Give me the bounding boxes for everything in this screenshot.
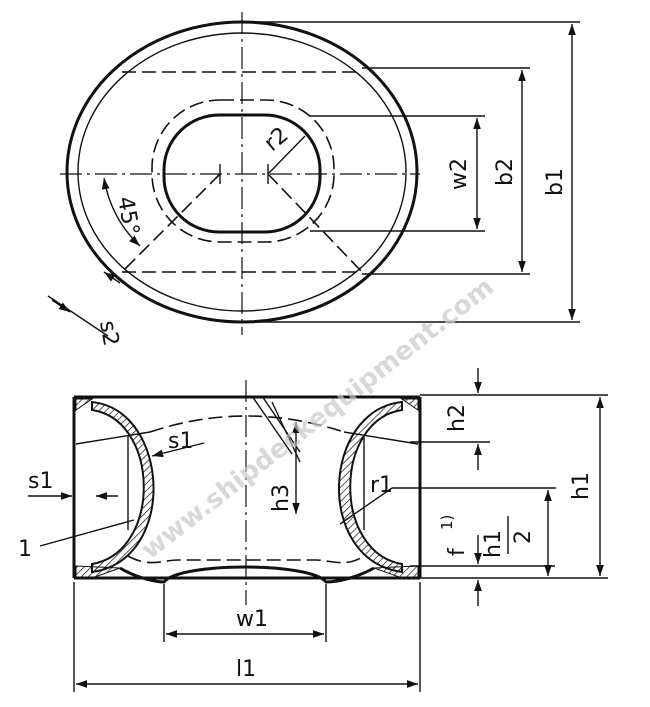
hidden-top-curve bbox=[149, 415, 345, 433]
leader-r1 bbox=[339, 487, 393, 525]
label-h1-half-num: h1 bbox=[481, 530, 506, 558]
bottom-waist-curve bbox=[119, 565, 375, 584]
inner-opening-hidden bbox=[151, 99, 335, 243]
left-lip-top bbox=[75, 398, 94, 411]
left-flange-bottom bbox=[75, 565, 121, 579]
label-s2: s2 bbox=[94, 319, 123, 348]
label-b1: b1 bbox=[543, 168, 568, 196]
label-angle-45: 45° bbox=[112, 195, 143, 238]
front-view: s1 s1 1 h3 r1 h2 h1 f 1) h1 2 w1 l1 bbox=[18, 368, 608, 692]
r2-radius-line bbox=[267, 135, 306, 175]
hidden-bottom-curve bbox=[127, 555, 365, 564]
label-f: f bbox=[445, 547, 470, 556]
right-flare-line bbox=[343, 431, 419, 445]
flare-line-left bbox=[121, 173, 221, 273]
label-h1-half-den: 2 bbox=[511, 530, 536, 544]
label-callout-1: 1 bbox=[18, 537, 32, 562]
label-r2: r2 bbox=[260, 123, 294, 157]
dim-s2-arrow-2 bbox=[103, 271, 121, 284]
label-s1-left: s1 bbox=[28, 469, 53, 494]
h3-hatch-1 bbox=[251, 395, 293, 455]
label-b2: b2 bbox=[493, 158, 518, 186]
right-lip-top bbox=[400, 398, 419, 411]
label-w1: w1 bbox=[236, 607, 268, 632]
leader-1 bbox=[39, 519, 135, 547]
flare-line-right bbox=[267, 173, 363, 273]
label-h1: h1 bbox=[569, 472, 594, 500]
left-flare-line bbox=[75, 431, 151, 445]
dim-s2-arrow-1 bbox=[51, 299, 71, 313]
label-s1-inner: s1 bbox=[168, 429, 193, 454]
dim-s2-line bbox=[47, 295, 109, 337]
label-r1: r1 bbox=[370, 473, 393, 498]
label-h3: h3 bbox=[269, 484, 294, 512]
label-h2: h2 bbox=[445, 404, 470, 432]
label-w2: w2 bbox=[447, 158, 472, 190]
right-flange-bottom bbox=[373, 565, 419, 579]
top-view: b1 b2 w2 r2 45° s2 bbox=[47, 12, 580, 348]
label-f-footnote: 1) bbox=[438, 515, 456, 530]
dim-s1-inner bbox=[151, 442, 205, 458]
angle-45-arc bbox=[101, 177, 141, 247]
label-l1: l1 bbox=[236, 657, 256, 682]
